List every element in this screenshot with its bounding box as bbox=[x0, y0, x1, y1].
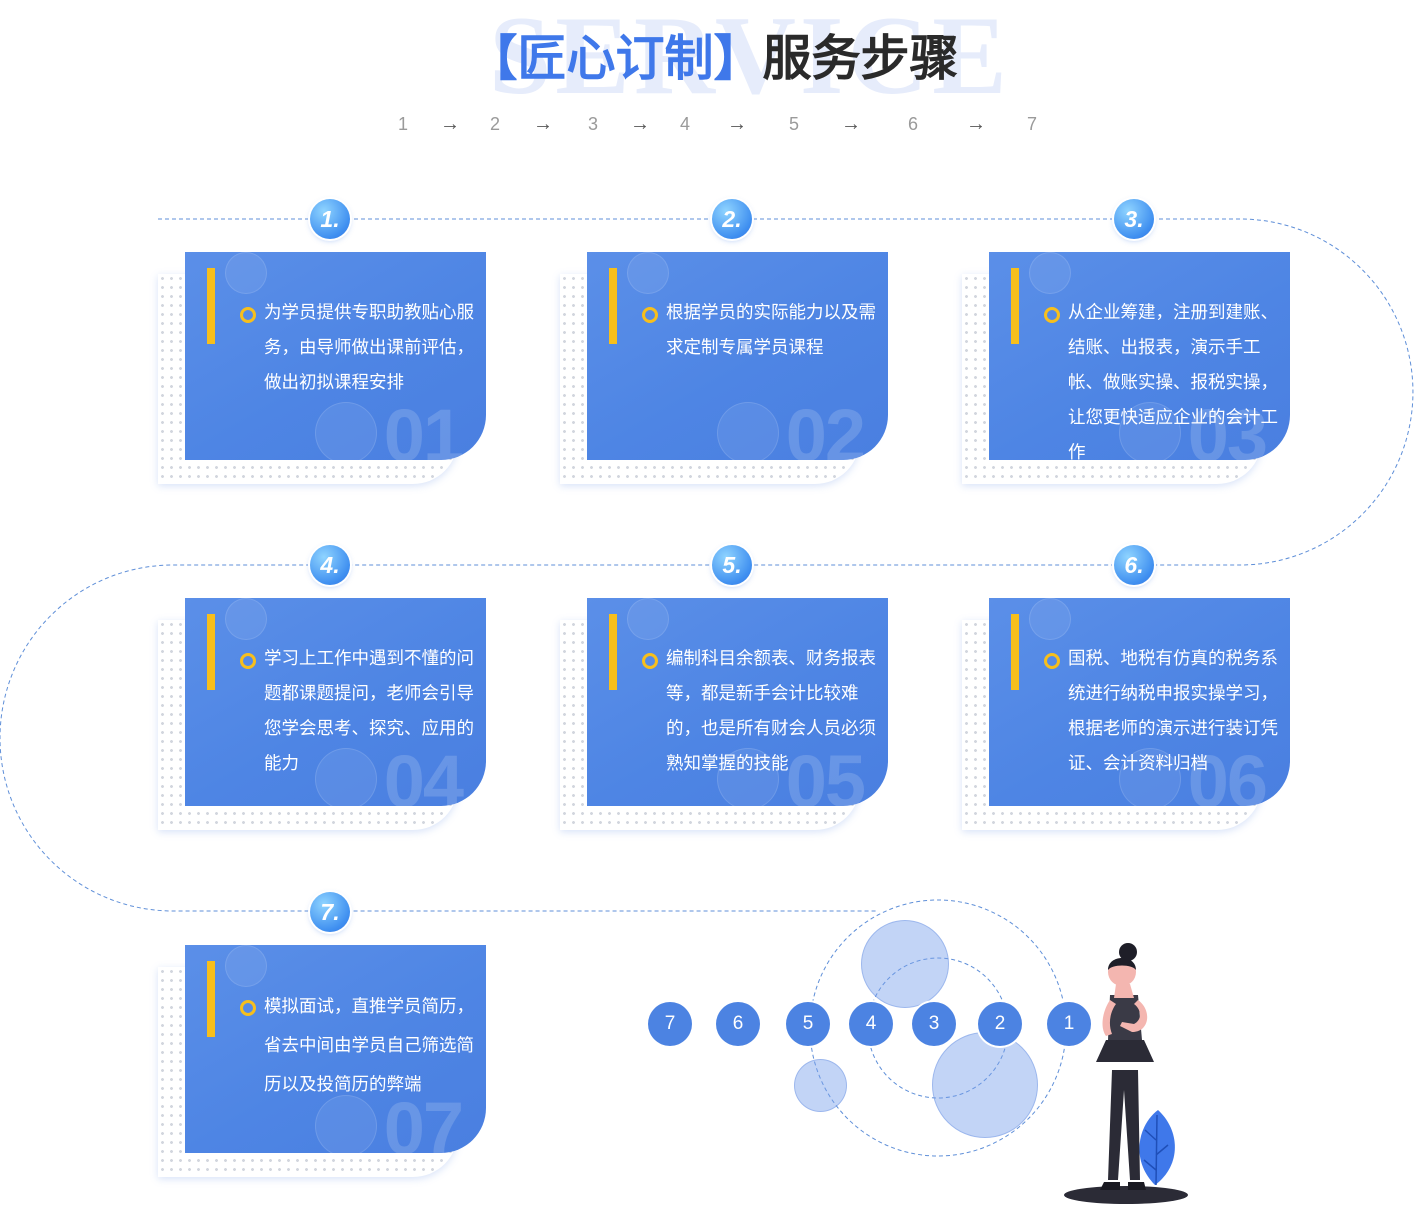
nav-step: 7 bbox=[1027, 114, 1038, 134]
nav-arrow: → bbox=[727, 113, 747, 135]
nav-step: 6 bbox=[908, 114, 919, 134]
nav-arrow: → bbox=[440, 113, 460, 135]
light-circle bbox=[932, 1032, 1038, 1138]
card-panel: 01 为学员提供专职助教贴心服务，由导师做出课前评估，做出初拟课程安排 bbox=[185, 252, 486, 460]
nav-arrow: → bbox=[630, 113, 650, 135]
card-text: 根据学员的实际能力以及需求定制专属学员课程 bbox=[666, 303, 876, 358]
accent-bar bbox=[207, 614, 215, 690]
ring-marker-icon bbox=[240, 1000, 256, 1016]
card-text: 模拟面试，直推学员简历，省去中间由学员自己筛选简历以及投简历的弊端 bbox=[264, 997, 474, 1095]
accent-bar bbox=[207, 961, 215, 1037]
step-card-4: 04 学习上工作中遇到不懂的问题都课题提问，老师会引导您学会思考、探究、应用的能… bbox=[158, 598, 488, 833]
card-number: 05 bbox=[785, 740, 866, 806]
orb-6: 6 bbox=[716, 1002, 760, 1046]
orb-1: 1 bbox=[1047, 1002, 1091, 1046]
ring-marker-icon bbox=[642, 653, 658, 669]
step-card-6: 06 国税、地税有仿真的税务系统进行纳税申报实操学习，根据老师的演示进行装订凭证… bbox=[962, 598, 1292, 833]
nav-step: 1 bbox=[398, 114, 409, 134]
ring-marker-icon bbox=[1044, 653, 1060, 669]
ring-marker-icon bbox=[642, 307, 658, 323]
light-circle bbox=[861, 920, 949, 1008]
page-title: 【匠心订制】服务步骤 bbox=[300, 26, 1127, 92]
light-circle bbox=[794, 1059, 847, 1112]
step-badge-1: 1. bbox=[310, 199, 350, 239]
card-panel: 03 从企业筹建，注册到建账、结账、出报表，演示手工帐、做账实操、报税实操，让您… bbox=[989, 252, 1290, 460]
ring-marker-icon bbox=[1044, 307, 1060, 323]
card-text: 从企业筹建，注册到建账、结账、出报表，演示手工帐、做账实操、报税实操，让您更快适… bbox=[1068, 303, 1278, 460]
step-badge-3: 3. bbox=[1114, 199, 1154, 239]
card-number: 04 bbox=[383, 740, 464, 806]
accent-bar bbox=[1011, 268, 1019, 344]
accent-bar bbox=[207, 268, 215, 344]
ring-marker-icon bbox=[240, 307, 256, 323]
card-text: 国税、地税有仿真的税务系统进行纳税申报实操学习，根据老师的演示进行装订凭证、会计… bbox=[1068, 649, 1278, 774]
step-badge-4: 4. bbox=[310, 545, 350, 585]
nav-step: 5 bbox=[789, 114, 800, 134]
card-number: 01 bbox=[383, 394, 464, 460]
ring-marker-icon bbox=[240, 653, 256, 669]
card-text: 为学员提供专职助教贴心服务，由导师做出课前评估，做出初拟课程安排 bbox=[264, 303, 474, 393]
nav-arrow: → bbox=[966, 113, 986, 135]
step-card-2: 02 根据学员的实际能力以及需求定制专属学员课程 bbox=[560, 252, 890, 487]
nav-step: 3 bbox=[588, 114, 599, 134]
card-panel: 04 学习上工作中遇到不懂的问题都课题提问，老师会引导您学会思考、探究、应用的能… bbox=[185, 598, 486, 806]
step-card-3: 03 从企业筹建，注册到建账、结账、出报表，演示手工帐、做账实操、报税实操，让您… bbox=[962, 252, 1292, 487]
card-number: 06 bbox=[1187, 740, 1268, 806]
step-card-5: 05 编制科目余额表、财务报表等，都是新手会计比较难的，也是所有财会人员必须熟知… bbox=[560, 598, 890, 833]
orb-4: 4 bbox=[849, 1002, 893, 1046]
step-card-1: 01 为学员提供专职助教贴心服务，由导师做出课前评估，做出初拟课程安排 bbox=[158, 252, 488, 487]
watermark-text: SERVICE bbox=[489, 0, 1011, 118]
steps-nav: 1 → 2 → 3 → 4 → 5 → 6 → 7 bbox=[0, 112, 1427, 136]
card-panel: 06 国税、地税有仿真的税务系统进行纳税申报实操学习，根据老师的演示进行装订凭证… bbox=[989, 598, 1290, 806]
orb-3: 3 bbox=[912, 1002, 956, 1046]
title-highlight: 【匠心订制】 bbox=[468, 30, 763, 87]
card-panel: 02 根据学员的实际能力以及需求定制专属学员课程 bbox=[587, 252, 888, 460]
card-panel: 07 模拟面试，直推学员简历，省去中间由学员自己筛选简历以及投简历的弊端 bbox=[185, 945, 486, 1153]
card-number: 07 bbox=[383, 1087, 464, 1153]
step-badge-2: 2. bbox=[712, 199, 752, 239]
accent-bar bbox=[609, 268, 617, 344]
accent-bar bbox=[1011, 614, 1019, 690]
nav-step: 2 bbox=[490, 114, 501, 134]
nav-arrow: → bbox=[533, 113, 553, 135]
card-text: 编制科目余额表、财务报表等，都是新手会计比较难的，也是所有财会人员必须熟知掌握的… bbox=[666, 649, 876, 774]
nav-arrow: → bbox=[841, 113, 861, 135]
orb-5: 5 bbox=[786, 1002, 830, 1046]
accent-bar bbox=[609, 614, 617, 690]
step-card-7: 07 模拟面试，直推学员简历，省去中间由学员自己筛选简历以及投简历的弊端 bbox=[158, 945, 488, 1180]
orb-7: 7 bbox=[648, 1002, 692, 1046]
nav-step: 4 bbox=[680, 114, 691, 134]
card-panel: 05 编制科目余额表、财务报表等，都是新手会计比较难的，也是所有财会人员必须熟知… bbox=[587, 598, 888, 806]
step-badge-5: 5. bbox=[712, 545, 752, 585]
woman-figure-icon bbox=[1064, 943, 1188, 1204]
card-number: 03 bbox=[1187, 394, 1268, 460]
card-number: 02 bbox=[785, 394, 866, 460]
step-badge-6: 6. bbox=[1114, 545, 1154, 585]
title-rest: 服务步骤 bbox=[762, 30, 959, 87]
orb-2: 2 bbox=[978, 1002, 1022, 1046]
card-text: 学习上工作中遇到不懂的问题都课题提问，老师会引导您学会思考、探究、应用的能力 bbox=[264, 649, 474, 774]
step-badge-7: 7. bbox=[310, 892, 350, 932]
